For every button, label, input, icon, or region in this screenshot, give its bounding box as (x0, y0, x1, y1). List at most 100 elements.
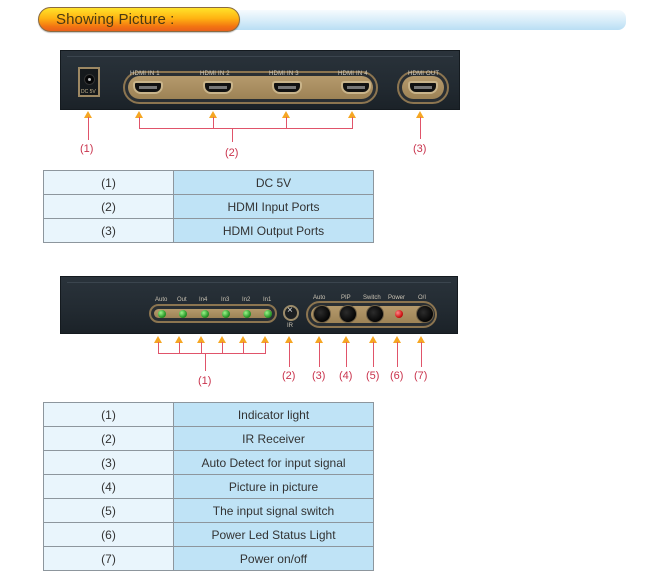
hdmi-in-3-port-icon (272, 81, 302, 94)
table-cell-id: (2) (43, 194, 174, 219)
button-label-power: Power (388, 295, 406, 301)
callout-arrow-icon (175, 336, 183, 343)
callout-label: (2) (282, 370, 296, 382)
callout-arrow-icon (348, 111, 356, 118)
table-cell-desc: Picture in picture (173, 474, 374, 499)
hdmi-in-3-label: HDMI IN 3 (269, 71, 299, 77)
hdmi-input-bay (123, 71, 378, 104)
callout-label: (1) (198, 375, 212, 387)
button-label-auto: Auto (313, 295, 326, 301)
callout-arrow-icon (393, 336, 401, 343)
hdmi-in-2-port-icon (203, 81, 233, 94)
table-cell-id: (2) (43, 426, 174, 451)
led-label-in1: In1 (263, 297, 272, 303)
callout-arrow-icon (197, 336, 205, 343)
callout-arrow-icon (369, 336, 377, 343)
table-row: (4)Picture in picture (43, 474, 374, 499)
button-label-switch: Switch (363, 295, 381, 301)
led-in2-icon (243, 310, 251, 318)
table-cell-desc: Power on/off (173, 546, 374, 571)
table-cell-id: (4) (43, 474, 174, 499)
callout-arrow-icon (416, 111, 424, 118)
table-cell-id: (1) (43, 170, 174, 195)
led-auto-icon (158, 310, 166, 318)
callout-label: (4) (339, 370, 353, 382)
callout-arrow-icon (135, 111, 143, 118)
hdmi-in-4-port-icon (341, 81, 371, 94)
ir-receiver-icon (283, 305, 299, 321)
callout-label: (3) (312, 370, 326, 382)
power-button-icon (416, 305, 434, 323)
callout-arrow-icon (84, 111, 92, 118)
table-row: (2)IR Receiver (43, 426, 374, 451)
led-label-in3: In3 (221, 297, 230, 303)
callout-arrow-icon (282, 111, 290, 118)
callout-label: (7) (414, 370, 428, 382)
section-banner-bar (160, 10, 626, 30)
table-cell-desc: Indicator light (173, 402, 374, 427)
hdmi-in-1-port-icon (133, 81, 163, 94)
hdmi-in-2-label: HDMI IN 2 (200, 71, 230, 77)
callout-arrow-icon (342, 336, 350, 343)
table-cell-desc: IR Receiver (173, 426, 374, 451)
led-out-icon (179, 310, 187, 318)
dc-jack-socket-icon (84, 74, 95, 85)
hdmi-in-1-label: HDMI IN 1 (130, 71, 160, 77)
table-row: (1)Indicator light (43, 402, 374, 427)
front-panel-image: Auto Out In4 In3 In2 In1 IR Auto PIP Swi… (60, 276, 458, 334)
section-title: Showing Picture : (56, 11, 175, 28)
callout-arrow-icon (218, 336, 226, 343)
front-panel-table: (1)Indicator light (2)IR Receiver (3)Aut… (43, 402, 374, 571)
ir-label: IR (287, 323, 293, 329)
table-cell-desc: HDMI Output Ports (173, 218, 374, 243)
table-cell-id: (5) (43, 498, 174, 523)
callout-arrow-icon (285, 336, 293, 343)
callout-label: (2) (225, 147, 239, 159)
led-in3-icon (222, 310, 230, 318)
led-label-auto: Auto (155, 297, 168, 303)
table-cell-id: (7) (43, 546, 174, 571)
hdmi-in-4-label: HDMI IN 4 (338, 71, 368, 77)
table-row: (2)HDMI Input Ports (43, 194, 374, 219)
dc-jack: DC 5V (78, 67, 100, 97)
table-row: (6)Power Led Status Light (43, 522, 374, 547)
indicator-bay (149, 304, 277, 323)
hdmi-out-port-icon (408, 81, 438, 94)
power-led-icon (395, 310, 403, 318)
led-label-in2: In2 (242, 297, 251, 303)
rear-panel-image: DC 5V HDMI IN 1 HDMI IN 2 HDMI IN 3 HDMI… (60, 50, 460, 110)
table-row: (3)Auto Detect for input signal (43, 450, 374, 475)
table-cell-id: (3) (43, 450, 174, 475)
rear-panel-table: (1)DC 5V (2)HDMI Input Ports (3)HDMI Out… (43, 170, 374, 243)
table-cell-id: (6) (43, 522, 174, 547)
callout-arrow-icon (239, 336, 247, 343)
table-row: (3)HDMI Output Ports (43, 218, 374, 243)
table-cell-id: (3) (43, 218, 174, 243)
led-in1-icon (264, 310, 272, 318)
callout-label: (6) (390, 370, 404, 382)
table-row: (7)Power on/off (43, 546, 374, 571)
button-label-onoff: O/I (418, 295, 427, 301)
switch-button-icon (366, 305, 384, 323)
table-cell-id: (1) (43, 402, 174, 427)
pip-button-icon (339, 305, 357, 323)
table-cell-desc: Power Led Status Light (173, 522, 374, 547)
table-cell-desc: HDMI Input Ports (173, 194, 374, 219)
callout-label: (1) (80, 143, 94, 155)
led-label-out: Out (177, 297, 187, 303)
button-label-pip: PIP (341, 295, 351, 301)
callout-label: (5) (366, 370, 380, 382)
table-row: (1)DC 5V (43, 170, 374, 195)
auto-button-icon (313, 305, 331, 323)
hdmi-out-label: HDMI OUT (408, 71, 440, 77)
section-banner: Showing Picture : (38, 7, 240, 32)
led-in4-icon (201, 310, 209, 318)
callout-arrow-icon (154, 336, 162, 343)
callout-arrow-icon (209, 111, 217, 118)
table-row: (5)The input signal switch (43, 498, 374, 523)
table-cell-desc: The input signal switch (173, 498, 374, 523)
callout-arrow-icon (261, 336, 269, 343)
callout-arrow-icon (315, 336, 323, 343)
callout-label: (3) (413, 143, 427, 155)
callout-arrow-icon (417, 336, 425, 343)
